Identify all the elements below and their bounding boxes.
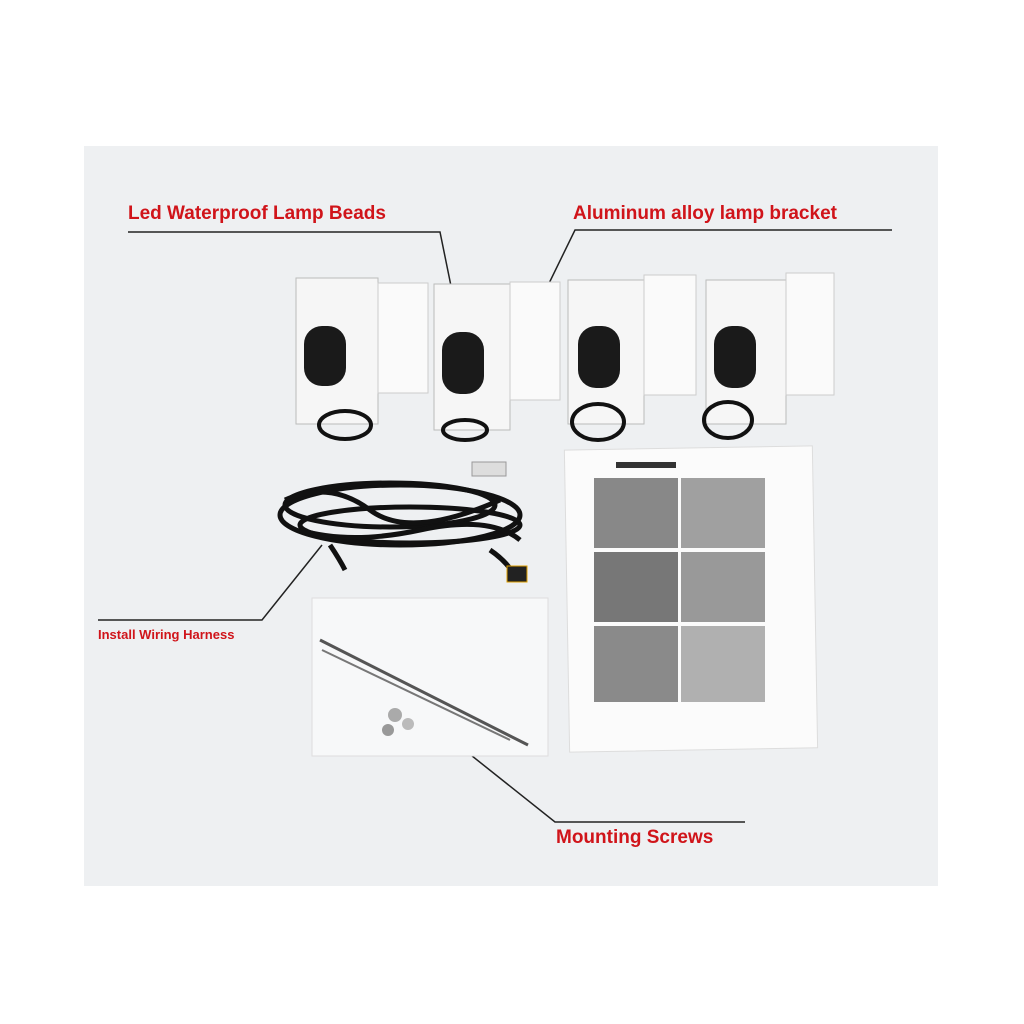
harness-connector bbox=[471, 461, 507, 477]
leader-harness bbox=[98, 544, 323, 621]
label-harness: Install Wiring Harness bbox=[98, 627, 235, 642]
harness-plug bbox=[506, 565, 528, 583]
lamp-unit-1 bbox=[295, 277, 429, 441]
instruction-sheet bbox=[563, 445, 819, 753]
label-lamp-beads: Led Waterproof Lamp Beads bbox=[128, 203, 386, 224]
wiring-harness bbox=[277, 480, 523, 577]
lamp-units bbox=[295, 272, 835, 442]
leader-screws bbox=[451, 739, 745, 823]
label-bracket: Aluminum alloy lamp bracket bbox=[573, 203, 837, 224]
lamp-unit-4 bbox=[702, 272, 835, 440]
lamp-unit-2 bbox=[433, 281, 561, 442]
screws-bag bbox=[311, 597, 549, 757]
lamp-unit-3 bbox=[567, 274, 697, 442]
label-screws: Mounting Screws bbox=[556, 827, 714, 848]
